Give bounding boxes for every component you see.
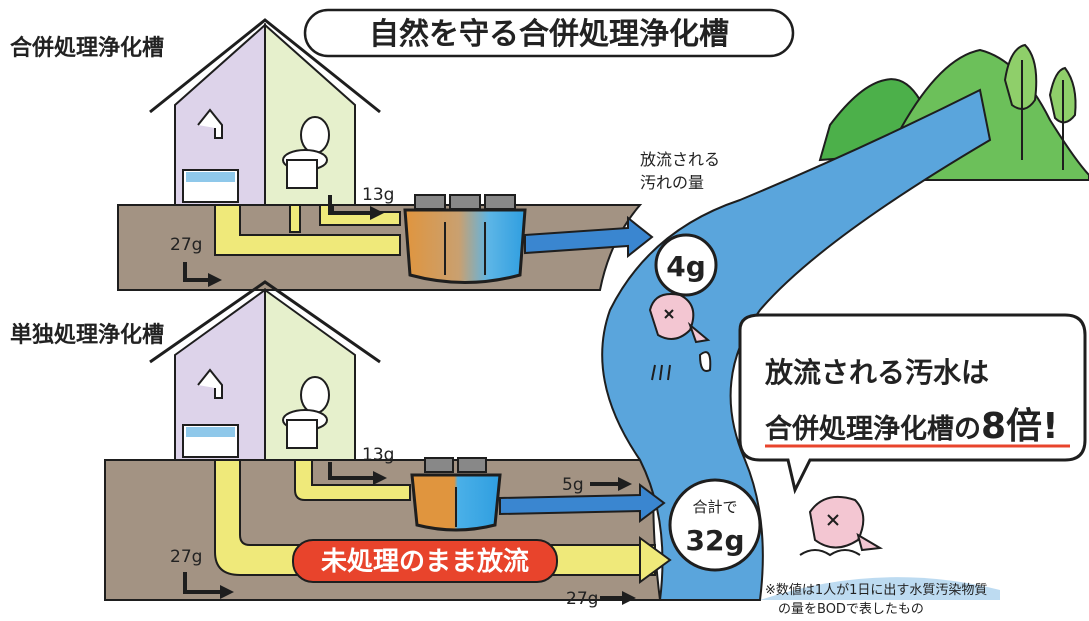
- tree-left: [1003, 43, 1038, 160]
- outflow-arrow-bottom: [499, 483, 666, 523]
- house-top: [149, 18, 381, 206]
- household-amount-top: 27g: [170, 235, 202, 255]
- untreated-out-amount: 27g: [566, 589, 598, 609]
- pipe-bottom-toilet: [294, 459, 411, 501]
- untreated-badge: [292, 539, 558, 583]
- toilet-amount-bottom: 13g: [362, 445, 394, 465]
- discharge-label-line1: 放流される: [640, 150, 720, 169]
- footnote-line1: ※数値は1人が1日に出す水質汚染物質: [765, 582, 987, 598]
- callout-emphasis: 8倍: [981, 406, 1042, 447]
- pipe-top-household: [214, 204, 401, 256]
- tree-right: [1048, 66, 1077, 170]
- untreated-label: 未処理のまま放流: [321, 546, 529, 577]
- river: [601, 88, 992, 601]
- callout-line2: 合併処理浄化槽の8倍!: [765, 406, 1058, 447]
- tank-single: [410, 457, 502, 532]
- outflow-arrow-top: [524, 215, 654, 259]
- callout-line1: 放流される汚水は: [764, 356, 989, 389]
- discharge-label-line2: 汚れの量: [640, 173, 704, 192]
- footnote-line2: の量をBODで表したもの: [778, 602, 924, 617]
- page-title: 自然を守る合併処理浄化槽: [369, 17, 729, 52]
- arrow-household-top: [183, 262, 210, 282]
- toilet-amount-top: 13g: [362, 185, 394, 205]
- discharge-amount-top: 4g: [666, 250, 706, 283]
- tank-combined: [403, 194, 527, 284]
- callout-line2-prefix: 合併処理浄化槽の: [765, 413, 981, 445]
- arrow-untreated-out: [600, 591, 636, 605]
- callout-bubble: [738, 313, 1087, 495]
- section-heading-single: 単独処理浄化槽: [10, 322, 164, 348]
- title-pill: [303, 8, 795, 58]
- total-prefix: 合計で: [692, 498, 737, 516]
- discharge-circle-top: [654, 233, 718, 297]
- total-amount: 32g: [685, 524, 744, 557]
- arrow-household-bottom: [183, 572, 222, 594]
- section-heading-combined: 合併処理浄化槽: [10, 35, 164, 61]
- arrow-toilet-top: [328, 195, 372, 215]
- callout-suffix: !: [1042, 406, 1058, 447]
- treated-out-amount: 5g: [562, 475, 584, 495]
- total-circle: [668, 478, 762, 572]
- house-bottom: [149, 280, 381, 461]
- arrow-treated-out: [590, 477, 632, 491]
- household-amount-bottom: 27g: [170, 547, 202, 567]
- arrow-toilet-bottom: [328, 462, 375, 480]
- fish-top-icon: [648, 293, 712, 381]
- fish-bottom-icon: [799, 496, 884, 557]
